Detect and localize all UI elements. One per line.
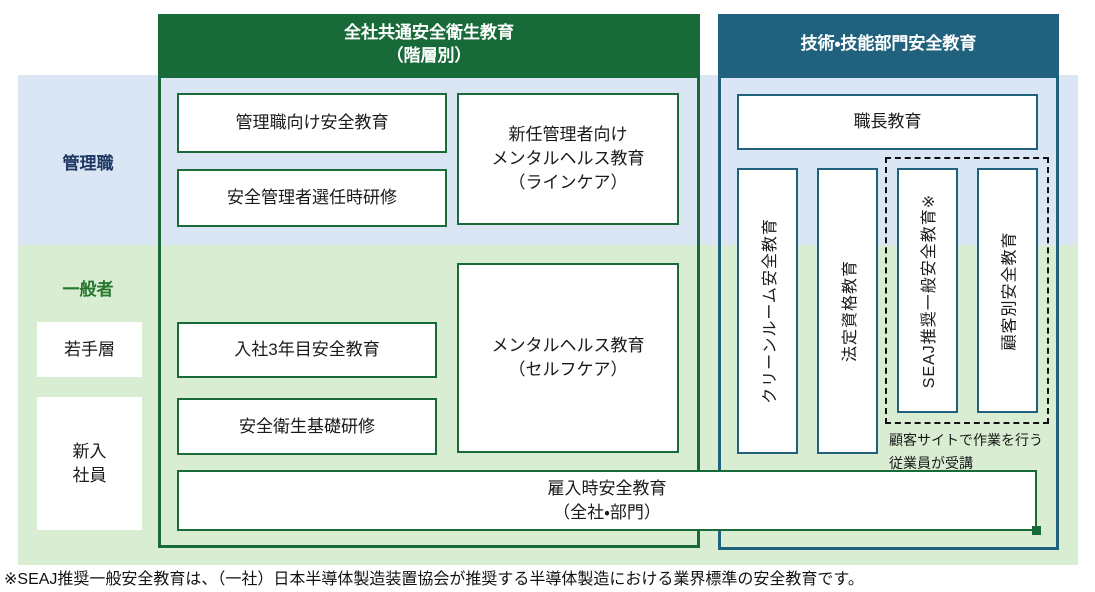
box-cleanroom-safety-education: クリーンルーム安全教育 (737, 168, 798, 454)
box-safety-hygiene-basic-training-label: 安全衛生基礎研修 (239, 416, 375, 436)
box-seaj-general-safety-education: SEAJ推奨一般安全教育※ (897, 168, 958, 413)
box-mental-health-selfcare: メンタルヘルス教育 （セルフケア） (457, 263, 679, 453)
box-customer-specific-safety-education: 顧客別安全教育 (977, 168, 1038, 413)
sidebar-box-newcomer: 新入 社員 (37, 397, 142, 530)
box-mental-health-selfcare-label: メンタルヘルス教育 （セルフケア） (491, 336, 645, 379)
box-hiring-safety-education-label: 雇入時安全教育 （全社・部門） (547, 478, 667, 522)
left-panel-header: 全社共通安全衛生教育 （階層別） (158, 14, 700, 75)
sidebar-label-manager: 管理職 (62, 154, 114, 173)
customer-site-group-dashed-outline (885, 157, 1049, 424)
box-safety-manager-appointment-training: 安全管理者選任時研修 (177, 169, 447, 227)
sidebar-label-general: 一般者 (62, 280, 114, 299)
box-third-year-safety-education-label: 入社3年目安全教育 (234, 340, 380, 360)
box-new-manager-mental-health-label: 新任管理者向け メンタルヘルス教育 （ラインケア） (491, 125, 645, 192)
box-safety-manager-appointment-training-label: 安全管理者選任時研修 (227, 188, 397, 208)
seaj-footnote: ※SEAJ推奨一般安全教育は、（一社）日本半導体製造装置協会が推奨する半導体製造… (4, 571, 864, 588)
box-cleanroom-safety-education-label: クリーンルーム安全教育 (761, 218, 779, 404)
sidebar-label-newcomer: 新入 社員 (72, 441, 107, 485)
box-foreman-education-label: 職長教育 (853, 112, 922, 132)
box-manager-safety-education: 管理職向け安全教育 (177, 93, 447, 153)
sidebar-label-young: 若手層 (64, 339, 115, 359)
box-manager-safety-education-label: 管理職向け安全教育 (235, 113, 389, 133)
corner-handle-square (1032, 526, 1041, 535)
box-legal-qualification-education: 法定資格教育 (817, 168, 878, 454)
sidebar-box-young: 若手層 (37, 322, 142, 377)
right-panel-header: 技術・技能部門安全教育 (718, 14, 1059, 75)
box-safety-hygiene-basic-training: 安全衛生基礎研修 (177, 398, 437, 455)
box-foreman-education: 職長教育 (737, 94, 1038, 150)
box-hiring-safety-education: 雇入時安全教育 （全社・部門） (177, 470, 1041, 535)
left-panel-header-label: 全社共通安全衛生教育 （階層別） (344, 22, 514, 65)
left-panel-container (158, 75, 700, 548)
customer-site-note: 顧客サイトで作業を行う 従業員が受講 (889, 432, 1043, 471)
box-legal-qualification-education-label: 法定資格教育 (841, 259, 859, 363)
box-new-manager-mental-health: 新任管理者向け メンタルヘルス教育 （ラインケア） (457, 93, 679, 225)
right-panel-header-label: 技術・技能部門安全教育 (800, 34, 977, 54)
box-third-year-safety-education: 入社3年目安全教育 (177, 322, 437, 378)
right-panel-container (718, 75, 1059, 550)
